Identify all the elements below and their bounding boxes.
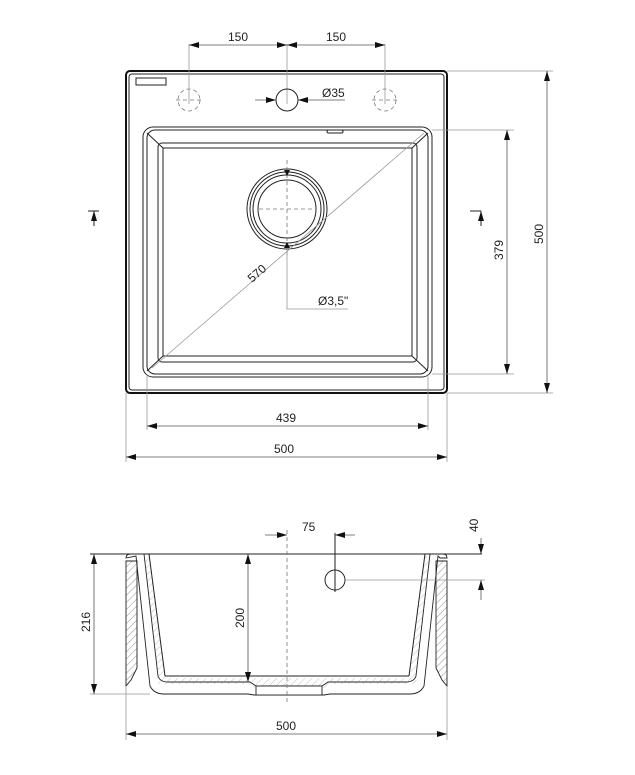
overflow-offset-label: 75 xyxy=(302,520,316,534)
brand-badge xyxy=(135,77,167,86)
tap-spacing-right-label: 150 xyxy=(326,30,346,44)
countertop-left xyxy=(125,560,138,688)
overflow-height-label: 40 xyxy=(467,518,481,532)
drain-diameter-label: Ø3,5" xyxy=(318,294,348,308)
bowl-width-label: 439 xyxy=(276,411,296,425)
countertop-right xyxy=(435,560,448,688)
drain xyxy=(246,160,328,258)
bowl-rim xyxy=(142,126,433,378)
bowl-height-label: 200 xyxy=(233,608,247,628)
section-mark-right xyxy=(470,210,484,226)
overall-depth-label: 500 xyxy=(532,224,546,244)
section-view: 75 40 216 200 500 xyxy=(79,518,485,740)
drain-outlet xyxy=(255,685,323,696)
overall-height-label: 216 xyxy=(79,612,93,632)
overall-width-label: 500 xyxy=(274,442,294,456)
bowl-floor xyxy=(157,142,418,363)
section-mark-left xyxy=(88,210,99,226)
section-width-label: 500 xyxy=(276,719,296,733)
bowl-depth-label: 379 xyxy=(492,240,506,260)
tap-hole-diameter-label: Ø35 xyxy=(322,86,345,100)
tap-spacing-left-label: 150 xyxy=(228,30,248,44)
top-view: Ø35 150 150 Ø3,5" 570 xyxy=(88,30,553,462)
sink-outline xyxy=(125,70,448,394)
sink-wall-left xyxy=(125,553,448,696)
bowl-diagonal-label: 570 xyxy=(245,261,270,285)
